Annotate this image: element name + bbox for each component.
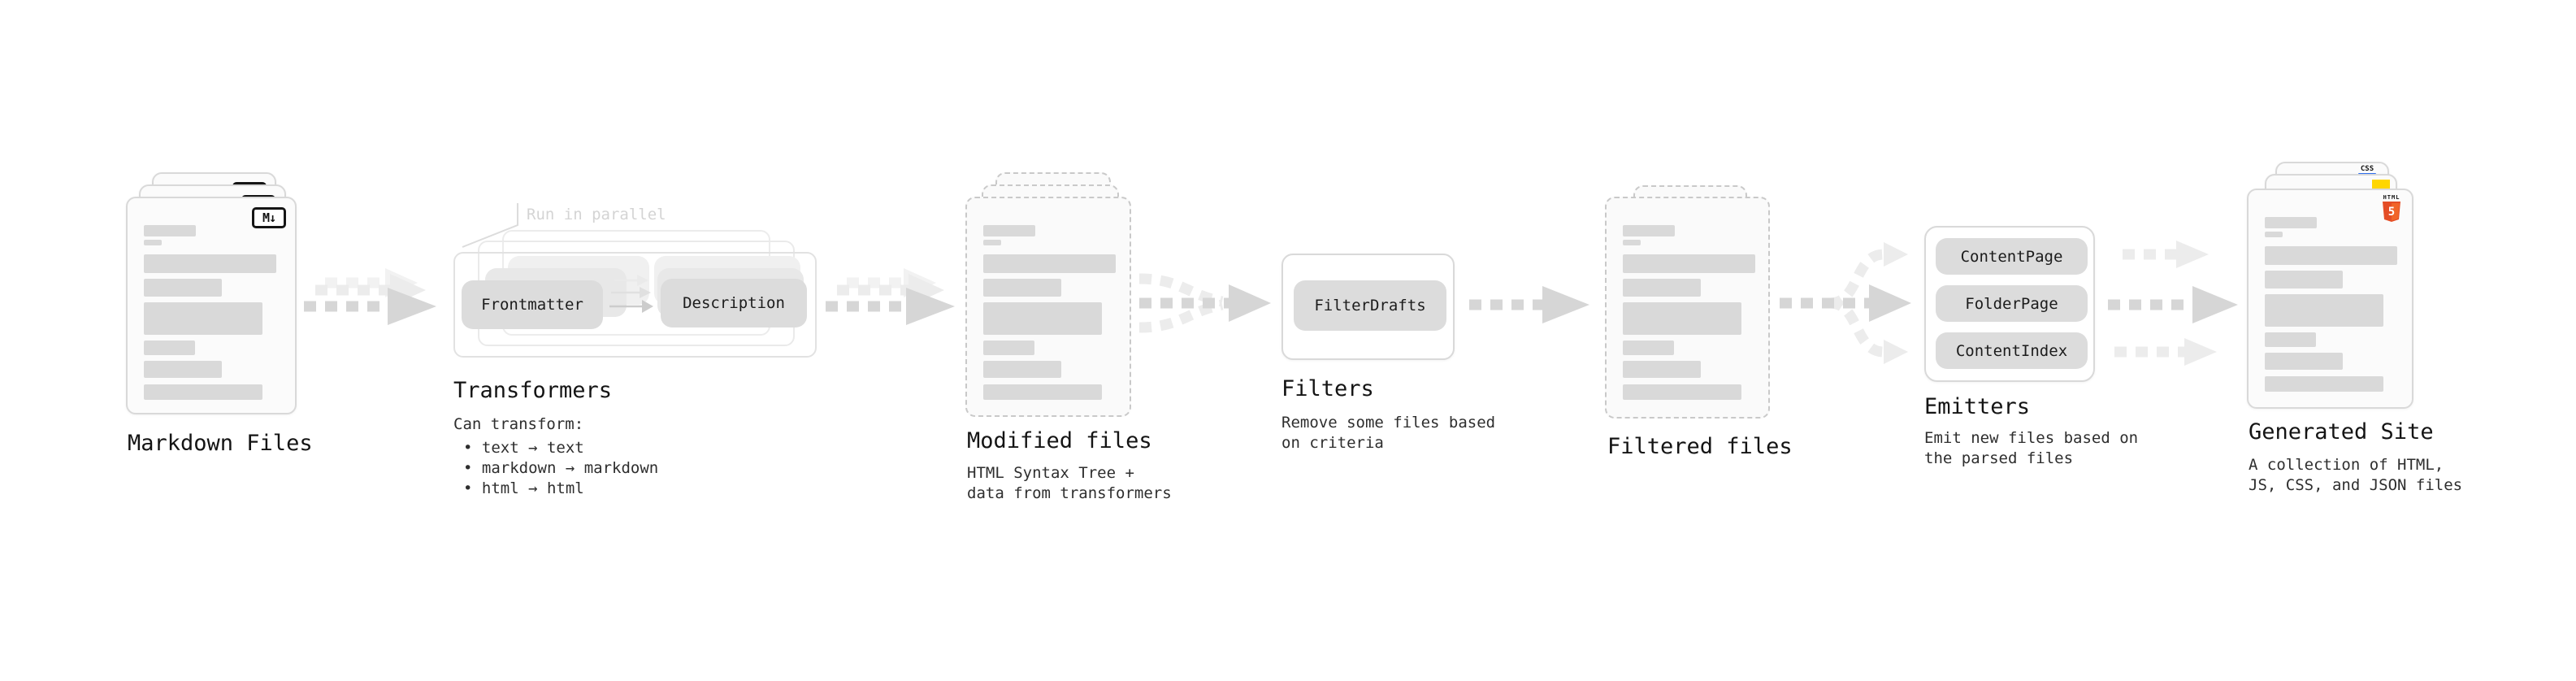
placeholder-bar [1623,361,1701,378]
frontmatter-transformer-pill: Frontmatter [462,280,603,329]
can-transform-line: Can transform: [453,415,584,433]
generated-site-label: Generated Site [2249,419,2434,445]
subtitle-line: on criteria [1281,434,1384,452]
placeholder-bar [983,340,1034,355]
emitters-box: ContentPage FolderPage ContentIndex [1924,226,2095,382]
markdown-file-card-front: M↓ [126,197,297,414]
markdown-icon: M↓ [252,207,286,228]
emitters-label: Emitters [1924,394,2031,419]
placeholder-bar [983,384,1102,400]
placeholder-bar [2265,294,2383,327]
bullet-html-to-html: • html → html [463,479,584,497]
placeholder-bar [983,361,1061,378]
svg-text:5: 5 [2388,206,2395,219]
emitters-description: Emit new files based on the parsed files [1924,428,2138,469]
arrow-transformers-to-modified [826,268,955,325]
arrow-filters-to-filtered [1469,286,1589,323]
placeholder-bar [144,240,162,245]
filtered-files-label: Filtered files [1607,434,1793,459]
placeholder-bar [144,225,196,236]
generated-site-description: A collection of HTML, JS, CSS, and JSON … [2249,455,2462,496]
placeholder-bar [983,279,1061,297]
placeholder-bar [983,254,1116,273]
arrow-emitters-to-site [2108,241,2238,366]
document-placeholder-lines [2249,190,2412,407]
placeholder-bar [2265,232,2283,237]
modified-file-card-front [965,197,1131,417]
folderpage-pill: FolderPage [1936,285,2088,322]
placeholder-bar [1623,384,1741,400]
subtitle-line: A collection of HTML, [2249,456,2444,474]
placeholder-bar [2265,217,2317,228]
bullet-markdown-to-markdown: • markdown → markdown [463,459,659,477]
bullet-text-to-text: • text → text [463,439,584,457]
markdown-files-label: Markdown Files [128,431,313,456]
placeholder-bar [983,240,1001,245]
subtitle-line: JS, CSS, and JSON files [2249,476,2463,494]
placeholder-bar [1623,240,1641,245]
filtered-file-card-front [1605,197,1770,419]
subtitle-line: data from transformers [967,484,1172,502]
filters-label: Filters [1281,376,1374,401]
js-file-icon [2372,180,2390,189]
modified-files-description: HTML Syntax Tree + data from transformer… [967,463,1172,504]
placeholder-bar [1623,302,1741,335]
filters-box: FilterDrafts [1281,254,1455,360]
placeholder-bar [1623,225,1675,236]
subtitle-line: HTML Syntax Tree + [967,464,1134,482]
arrow-markdown-to-transformers [304,268,436,325]
document-placeholder-lines [967,198,1130,415]
transformers-description: Can transform: • text → text • markdown … [453,414,658,499]
modified-files-label: Modified files [967,428,1152,453]
html5-icon: HTML 5 [2381,195,2402,223]
placeholder-bar [2265,332,2316,347]
placeholder-bar [2265,376,2383,392]
description-transformer-pill: Description [661,279,807,327]
placeholder-bar [144,302,262,335]
filters-description: Remove some files based on criteria [1281,413,1495,453]
placeholder-bar [1623,254,1755,273]
placeholder-bar [2265,246,2397,265]
placeholder-bar [2265,353,2343,370]
document-placeholder-lines [1607,198,1768,417]
document-placeholder-lines [128,198,295,413]
placeholder-bar [2265,271,2343,288]
filterdrafts-pill: FilterDrafts [1294,280,1446,331]
generated-site-card-front: HTML 5 [2247,189,2413,409]
placeholder-bar [983,302,1102,335]
subtitle-line: the parsed files [1924,449,2074,467]
placeholder-bar [1623,279,1701,297]
run-in-parallel-note: Run in parallel [527,206,666,223]
transform-bullets: • text → text • markdown → markdown • ht… [453,438,658,499]
placeholder-bar [144,340,195,355]
placeholder-bar [983,225,1035,236]
contentindex-pill: ContentIndex [1936,332,2088,369]
placeholder-bar [144,279,222,297]
placeholder-bar [1623,340,1674,355]
arrow-filtered-to-emitters-split [1780,242,1911,364]
placeholder-bar [144,361,222,378]
contentpage-pill: ContentPage [1936,238,2088,275]
placeholder-bar [144,254,276,273]
arrow-modified-to-filters-merge [1138,273,1271,333]
transformer-layer-front [453,252,817,358]
subtitle-line: Remove some files based [1281,414,1496,432]
subtitle-line: Emit new files based on [1924,429,2139,447]
transformers-label: Transformers [453,378,613,403]
placeholder-bar [144,384,262,400]
